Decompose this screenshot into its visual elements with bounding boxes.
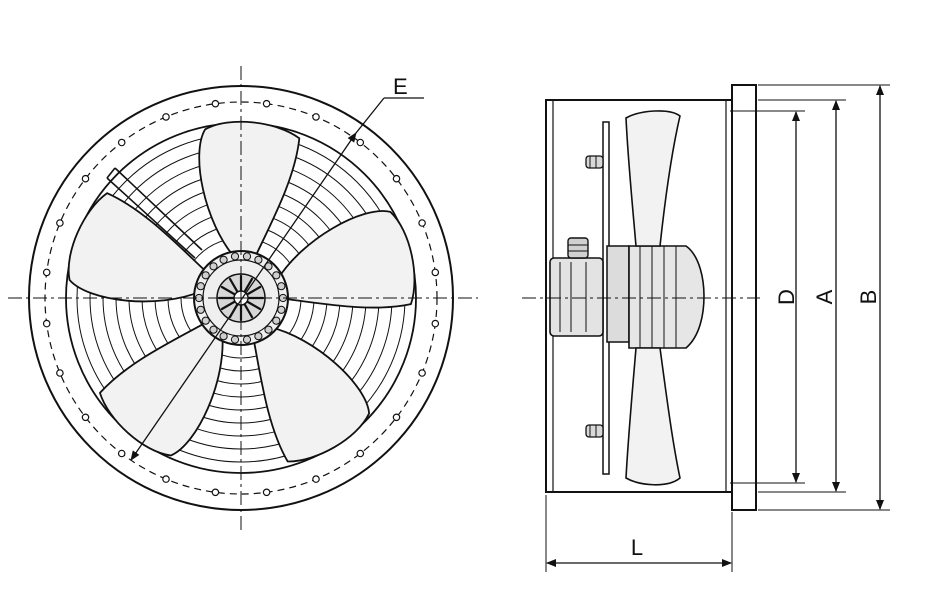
dimension-b-label: B — [856, 290, 881, 305]
bolt-hole — [211, 99, 220, 108]
hub-fin — [209, 262, 218, 271]
mounting-bolt-top — [585, 155, 604, 169]
bolt-hole — [262, 99, 271, 108]
hub-fin — [196, 305, 205, 314]
dimension-a-label: A — [812, 289, 837, 304]
bolt-hole — [356, 138, 365, 147]
hub-fin — [277, 305, 286, 314]
hub-fin — [272, 316, 281, 325]
hub-fin — [254, 332, 263, 341]
dimension-d-label: D — [774, 289, 799, 305]
bolt-hole — [431, 319, 440, 328]
hub-fin — [230, 252, 240, 261]
motor-body — [606, 245, 705, 349]
hub-fin — [277, 282, 286, 291]
bolt-hole — [56, 219, 64, 227]
bolt-hole — [211, 488, 220, 497]
bolt-hole — [117, 138, 126, 147]
hub-fin — [230, 335, 240, 344]
hub-fin — [209, 325, 218, 334]
fan-blade — [198, 120, 301, 261]
bolt-hole — [262, 488, 271, 497]
side-view: D A B L — [522, 84, 890, 572]
bolt-hole — [392, 174, 401, 183]
dimension-e-label: E — [393, 74, 408, 99]
dimension-e-leader — [355, 97, 385, 134]
hub-fin — [196, 282, 205, 291]
bolt-hole — [356, 449, 365, 458]
dimension-e-line — [130, 132, 357, 461]
bolt-hole — [418, 219, 426, 227]
hub-fin — [264, 325, 273, 334]
bolt-hole — [42, 319, 51, 328]
hub-fin — [242, 335, 252, 344]
fan-blade — [276, 210, 416, 309]
bolt-hole — [81, 174, 90, 183]
blade-side-profile-upper — [625, 110, 681, 247]
terminal-box — [549, 237, 604, 337]
hub-fin — [219, 332, 228, 341]
bolt-hole — [117, 449, 126, 458]
hub-fin — [254, 255, 263, 264]
bolt-hole — [431, 268, 440, 277]
bolt-hole — [56, 369, 64, 377]
bolt-hole — [162, 475, 170, 483]
front-view: E — [8, 66, 478, 532]
hub-fin — [219, 255, 228, 264]
mounting-bolt-bottom — [585, 424, 604, 438]
bolt-hole — [162, 113, 170, 121]
hub-fin — [272, 271, 281, 280]
bolt-hole — [81, 413, 90, 422]
bolt-hole — [312, 113, 320, 121]
bolt-hole — [418, 369, 426, 377]
bolt-holes — [42, 99, 440, 497]
bolt-hole — [392, 413, 401, 422]
hub-fin — [242, 252, 252, 261]
bolt-hole — [312, 475, 320, 483]
dimension-l-label: L — [631, 535, 643, 560]
blade-side-profile-lower — [625, 347, 681, 486]
hub-fin — [201, 316, 210, 325]
bolt-hole — [42, 268, 51, 277]
hub-fin — [201, 271, 210, 280]
